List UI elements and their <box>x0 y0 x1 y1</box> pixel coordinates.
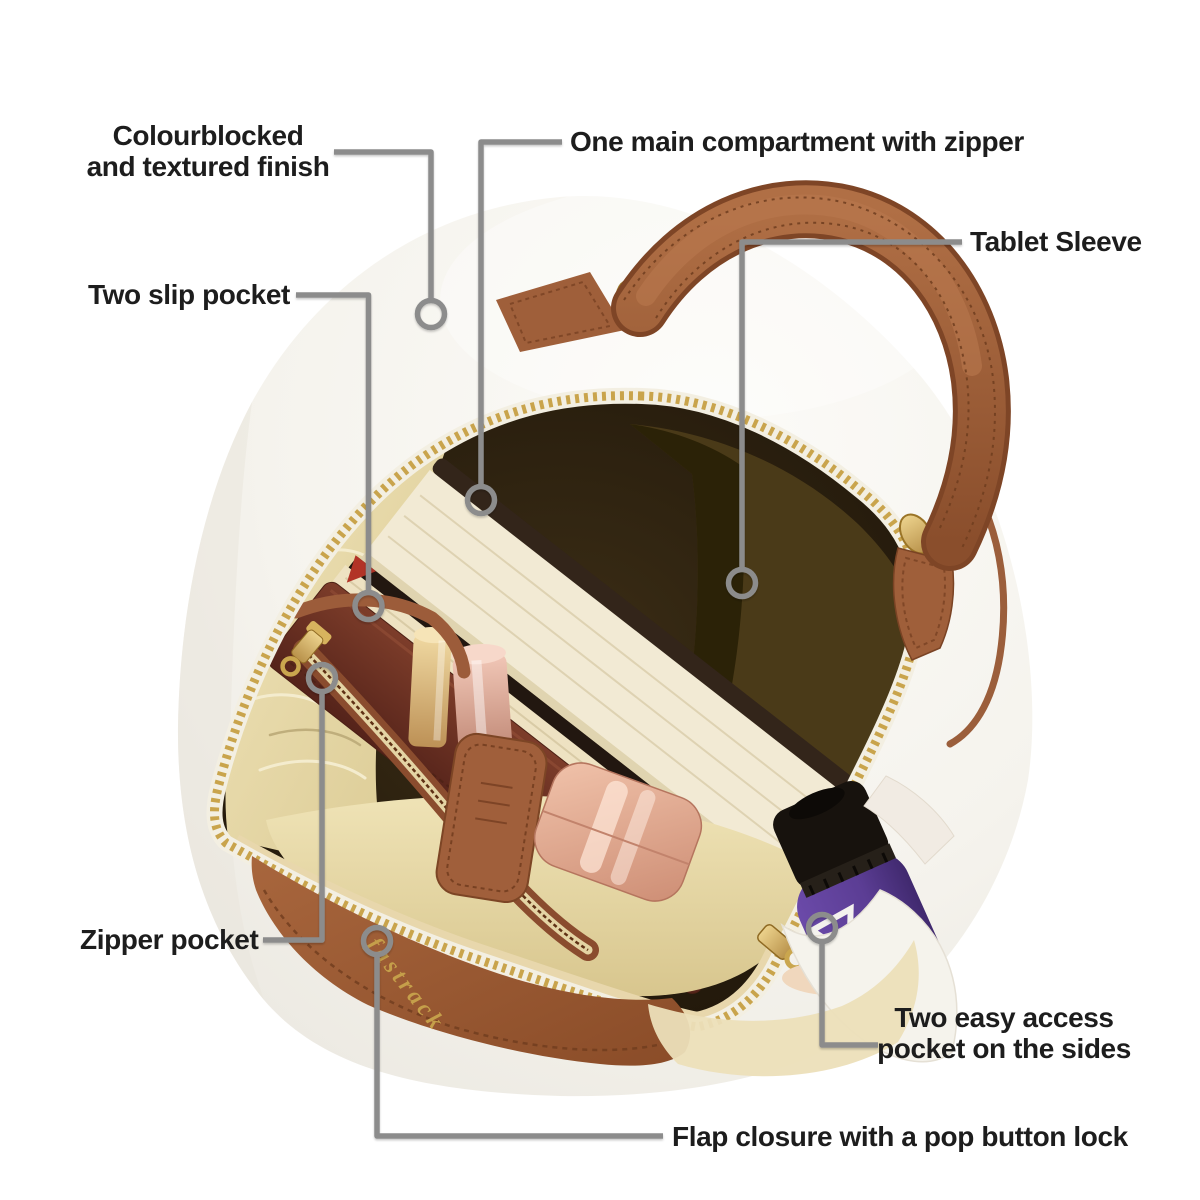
page-lines <box>387 494 838 863</box>
callout-dot-zipper-pocket <box>305 661 339 695</box>
callout-dot-easy-access <box>805 911 839 945</box>
callout-dot-tablet-sleeve <box>725 566 759 600</box>
front-pocket-band <box>648 940 919 1077</box>
callout-line-tablet-sleeve <box>725 239 962 600</box>
handle-stitching <box>623 196 996 549</box>
label-line: Colourblocked <box>112 120 304 151</box>
label-line: One main compartment with zipper <box>570 126 1024 157</box>
label-line: Flap closure with a pop button lock <box>672 1121 1128 1152</box>
callout-line-zipper-pocket <box>263 661 339 943</box>
callout-line-main-compartment <box>464 139 562 517</box>
side-pocket-strap <box>863 775 955 865</box>
label-flap-closure: Flap closure with a pop button lock <box>672 1121 1128 1152</box>
callout-line-slip-pocket <box>296 292 385 623</box>
label-line: Tablet Sleeve <box>970 226 1142 257</box>
leather-pull-strap <box>435 732 548 903</box>
bookmark-ribbon <box>346 555 377 583</box>
label-colourblocked-finish: Colourblocked and textured finish <box>38 120 378 182</box>
label-line: Zipper pocket <box>80 924 259 955</box>
callout-line-flap-closure <box>360 924 663 1139</box>
compact-mirror <box>533 762 703 902</box>
callout-dot-colourblocked <box>414 297 448 331</box>
label-main-compartment: One main compartment with zipper <box>570 126 1024 157</box>
top-handle <box>611 180 1011 571</box>
slip-pocket-trim <box>289 593 471 679</box>
label-line: pocket on the sides <box>877 1033 1131 1064</box>
callout-dot-main-compartment <box>464 483 498 517</box>
bag-illustration: fastrack <box>177 180 1033 1097</box>
label-zipper-pocket: Zipper pocket <box>80 924 259 955</box>
tablet-sleeve-shadow <box>630 424 745 706</box>
bag-body-shade <box>177 402 264 1000</box>
callout-connectors <box>263 139 962 1139</box>
label-slip-pocket: Two slip pocket <box>88 279 290 310</box>
label-line: and textured finish <box>86 151 330 182</box>
label-line: Two slip pocket <box>88 279 290 310</box>
zipper-slider <box>280 620 332 677</box>
callout-line-easy-access <box>805 911 878 1048</box>
callout-line-colourblocked <box>334 149 448 331</box>
label-line: Two easy access <box>894 1002 1114 1033</box>
label-easy-access-pockets: Two easy access pocket on the sides <box>854 1002 1154 1064</box>
label-tablet-sleeve: Tablet Sleeve <box>970 226 1142 257</box>
lipstick-gold <box>408 627 452 748</box>
flap-stitching <box>262 889 663 1052</box>
callout-dot-slip-pocket <box>352 589 385 623</box>
callout-dot-flap-closure <box>360 924 394 958</box>
